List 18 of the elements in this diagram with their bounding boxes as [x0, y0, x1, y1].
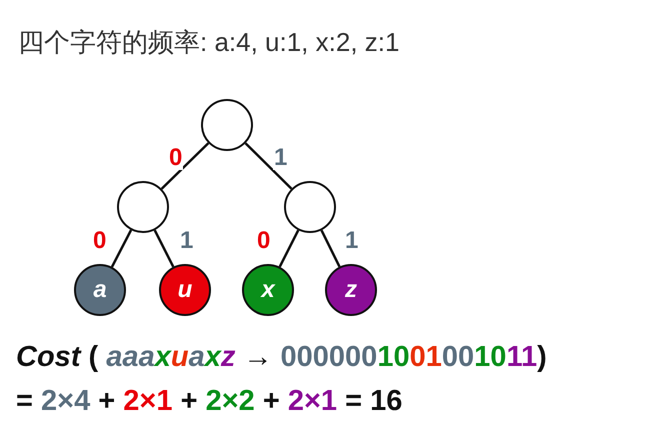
cost-encoding-text: Cost ( aaaxuaxz → 0000001001001011): [16, 340, 547, 374]
tree-branch-line: [278, 230, 300, 268]
leaf-node-circle: a: [74, 264, 126, 316]
tree-branch-line: [110, 230, 132, 268]
edge-label: 1: [273, 146, 288, 170]
tree-branch-line: [320, 230, 341, 268]
internal-node-circle: [201, 99, 253, 151]
tree-branch-line: [160, 142, 210, 190]
edge-label: 0: [168, 146, 184, 170]
title: 四个字符的频率: a:4, u:1, x:2, z:1: [18, 26, 400, 58]
cost-formula-text: = 2×4 + 2×1 + 2×2 + 2×1 = 16: [16, 384, 402, 418]
internal-node-circle: [117, 181, 169, 233]
leaf-node-circle: u: [159, 264, 211, 316]
internal-node-circle: [284, 181, 336, 233]
tree-branch-line: [154, 230, 174, 268]
leaf-node-circle: z: [325, 264, 377, 316]
leaf-node-circle: x: [242, 264, 294, 316]
tree-branch-line: [244, 142, 292, 190]
